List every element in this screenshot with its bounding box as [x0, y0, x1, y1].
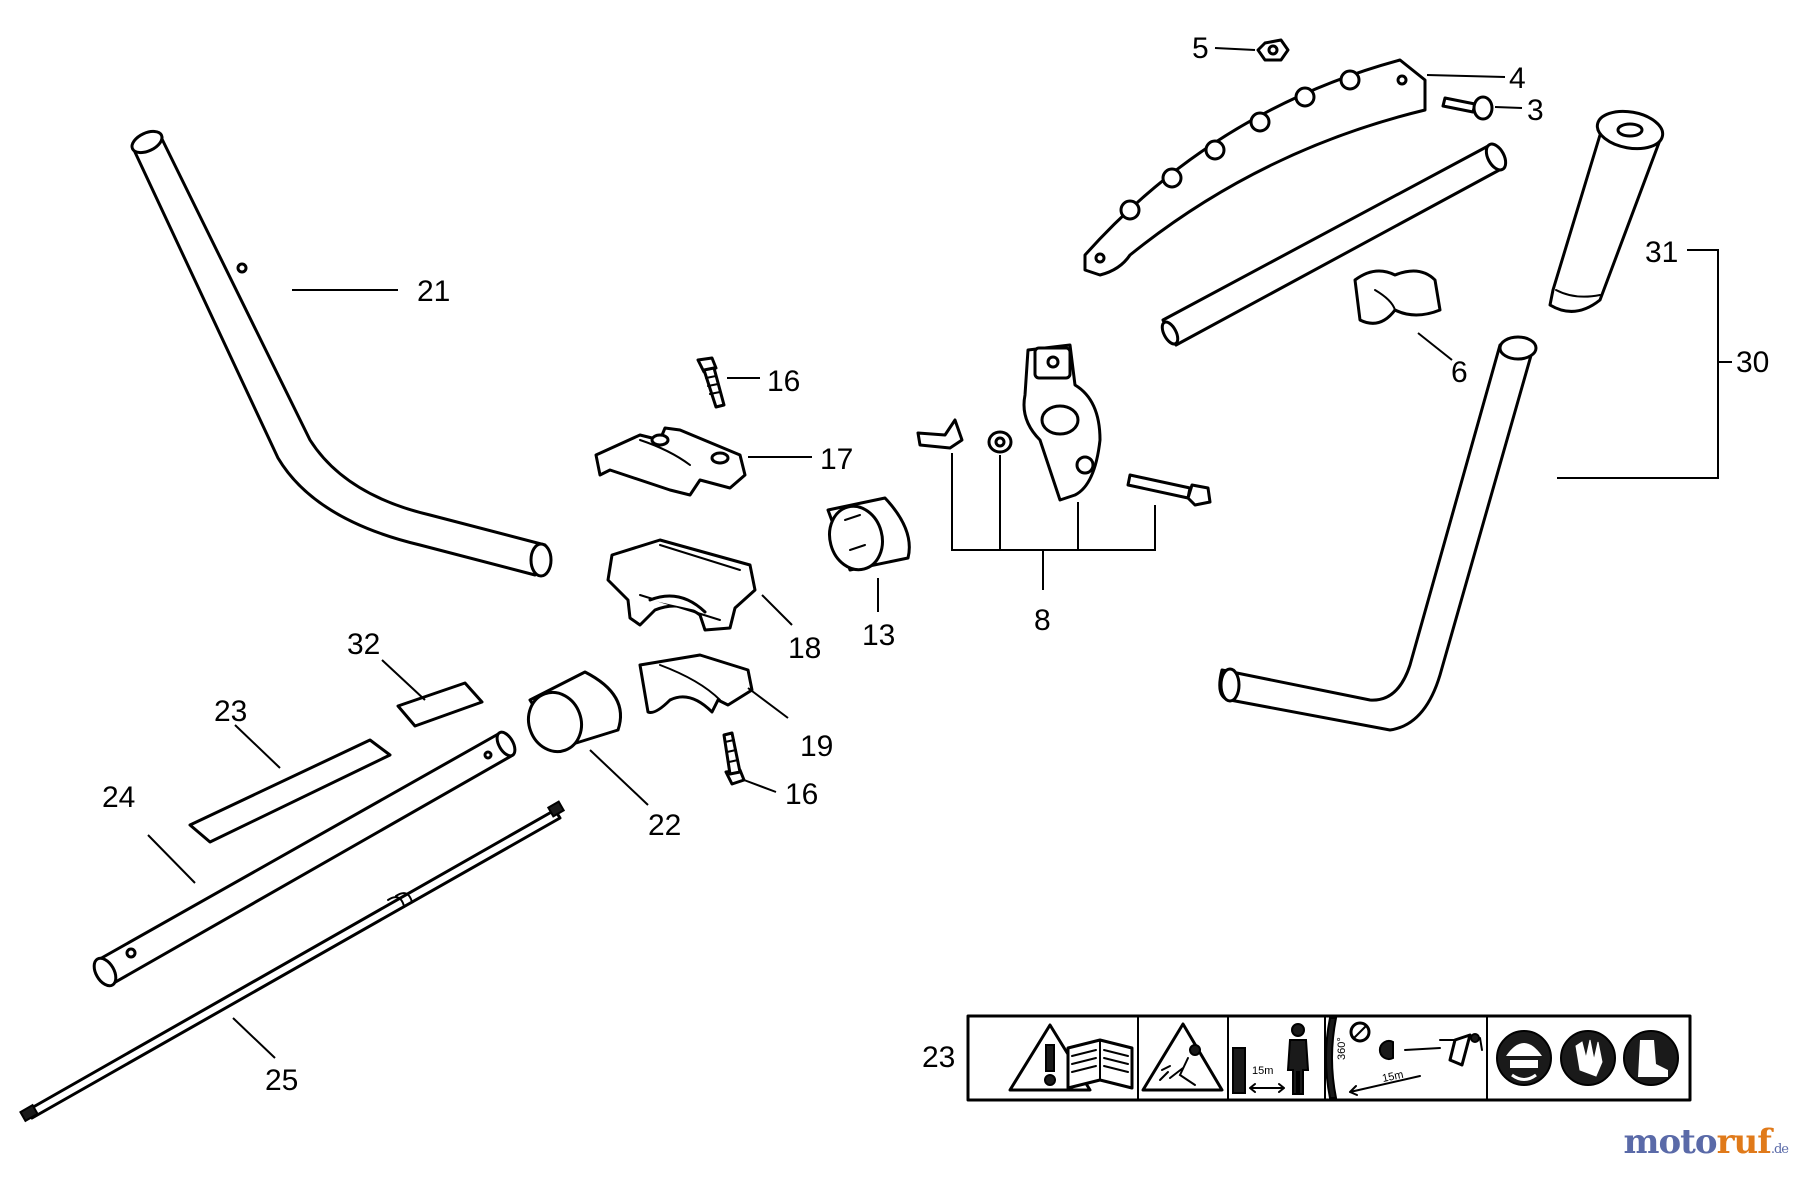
- callout-21: 21: [417, 275, 450, 308]
- callout-25: 25: [265, 1064, 298, 1097]
- part-18-lower-clamp: [606, 538, 757, 632]
- callout-17: 17: [820, 443, 853, 476]
- motoruf-watermark: motoruf.de: [1623, 1122, 1789, 1162]
- callout-30: 30: [1736, 346, 1769, 379]
- boots-icon: [1623, 1030, 1679, 1086]
- callout-19: 19: [800, 730, 833, 763]
- manual-book-icon: [1066, 1038, 1134, 1090]
- part-16-lower-screw: [722, 731, 746, 786]
- callout-5: 5: [1192, 32, 1209, 65]
- part-22-coupler: [527, 670, 623, 754]
- warning-label-strip: 15m 360° 15m: [966, 1014, 1692, 1102]
- part-23-label: [188, 738, 392, 844]
- upper-tube: [1160, 142, 1508, 347]
- distance-label-1: 15m: [1252, 1065, 1273, 1077]
- watermark-accent: ruf: [1716, 1122, 1772, 1162]
- callout-16-lower: 16: [785, 778, 818, 811]
- callout-3: 3: [1527, 94, 1544, 127]
- callout-32: 32: [347, 628, 380, 661]
- distance-label-2: 15m: [1381, 1069, 1404, 1085]
- callout-23: 23: [214, 695, 247, 728]
- callout-numbers: 5 4 3 21 31 30 6 16 17 8 13 18 32 23 19 …: [102, 32, 1769, 1097]
- callout-23-label-strip: 23: [922, 1041, 955, 1074]
- callout-31: 31: [1645, 236, 1678, 269]
- callout-6: 6: [1451, 356, 1468, 389]
- part-21-left-handle-tube: [130, 129, 553, 578]
- callout-13: 13: [862, 619, 895, 652]
- part-24-shaft-tube: [92, 730, 517, 988]
- part-17-upper-clamp: [594, 426, 747, 497]
- bystander-range-icon: 360° 15m: [1325, 1017, 1483, 1099]
- part-8-clamp-assembly: [916, 343, 1212, 507]
- callout-24: 24: [102, 781, 135, 814]
- callout-16-upper: 16: [767, 365, 800, 398]
- callout-18: 18: [788, 632, 821, 665]
- leader-lines: [147, 47, 1732, 1059]
- safety-distance-icon: 15m: [1232, 1023, 1310, 1095]
- part-19-half-clamp: [638, 653, 754, 714]
- part-31-grip: [1548, 109, 1665, 313]
- part-13-sleeve: [826, 496, 911, 572]
- part-6-clip: [1353, 269, 1442, 325]
- callout-22: 22: [648, 809, 681, 842]
- part-25-drive-shaft: [19, 800, 566, 1123]
- angle-label: 360°: [1336, 1037, 1348, 1060]
- part-32-label: [396, 681, 484, 728]
- gloves-icon: [1560, 1030, 1616, 1086]
- part-30-right-handle-tube: [1218, 335, 1538, 732]
- thrown-objects-icon: [1141, 1022, 1224, 1092]
- part-16-upper-screw: [696, 356, 726, 409]
- part-3-screw: [1441, 95, 1494, 121]
- part-4-bracket-plate: [1083, 58, 1427, 277]
- callout-8: 8: [1034, 604, 1051, 637]
- callout-4: 4: [1509, 62, 1526, 95]
- head-protection-icon: [1496, 1030, 1552, 1086]
- part-5-nut: [1256, 38, 1290, 62]
